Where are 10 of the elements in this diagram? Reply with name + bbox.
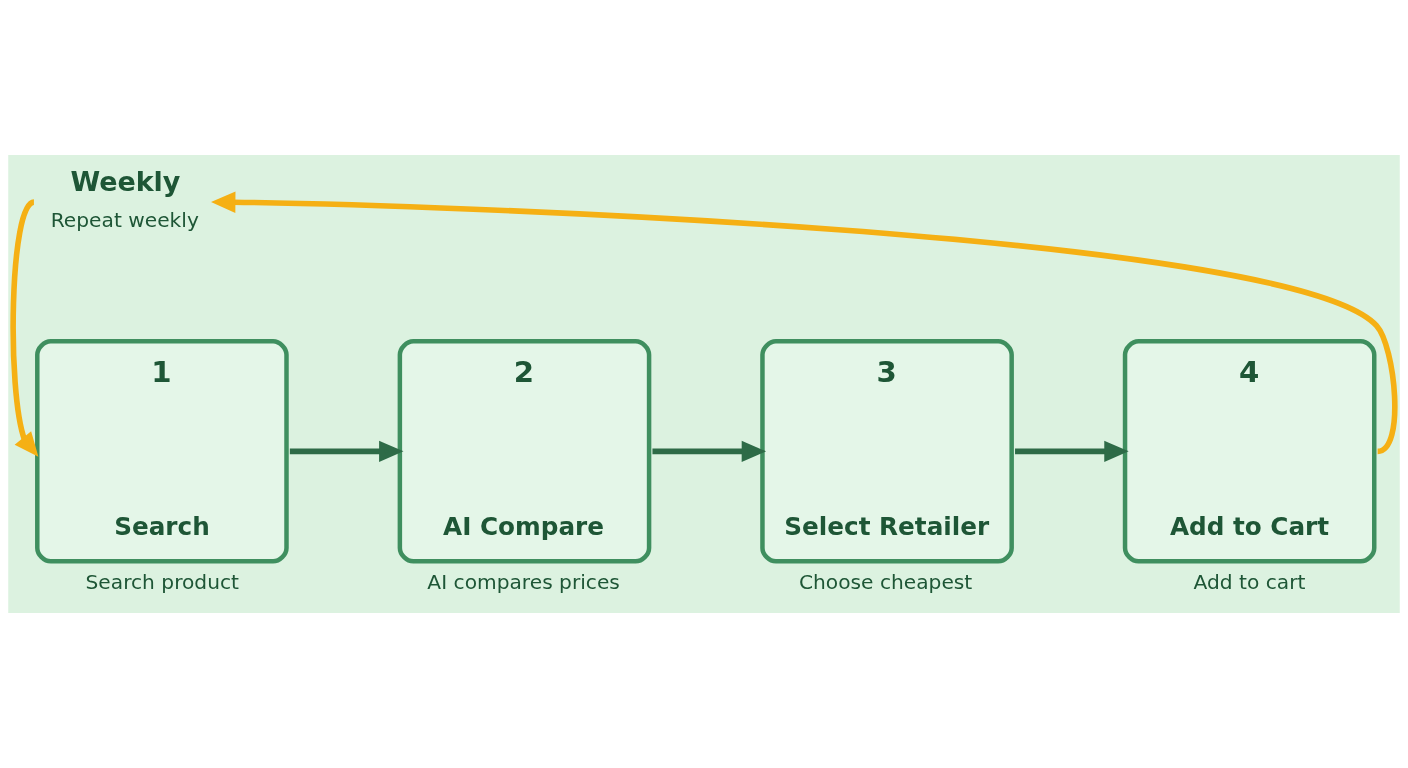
node-label: Add to cart — [1193, 569, 1306, 594]
node-label: Search product — [85, 569, 239, 594]
node-label: AI compares prices — [427, 569, 620, 594]
arrow — [10, 199, 39, 457]
node-label: Choose cheapest — [798, 569, 973, 594]
arrow — [1015, 440, 1129, 463]
arrow — [289, 440, 404, 463]
arrow — [211, 191, 1398, 454]
arrow — [652, 440, 767, 463]
node-text: Weekly Repeat weekly — [50, 166, 199, 233]
